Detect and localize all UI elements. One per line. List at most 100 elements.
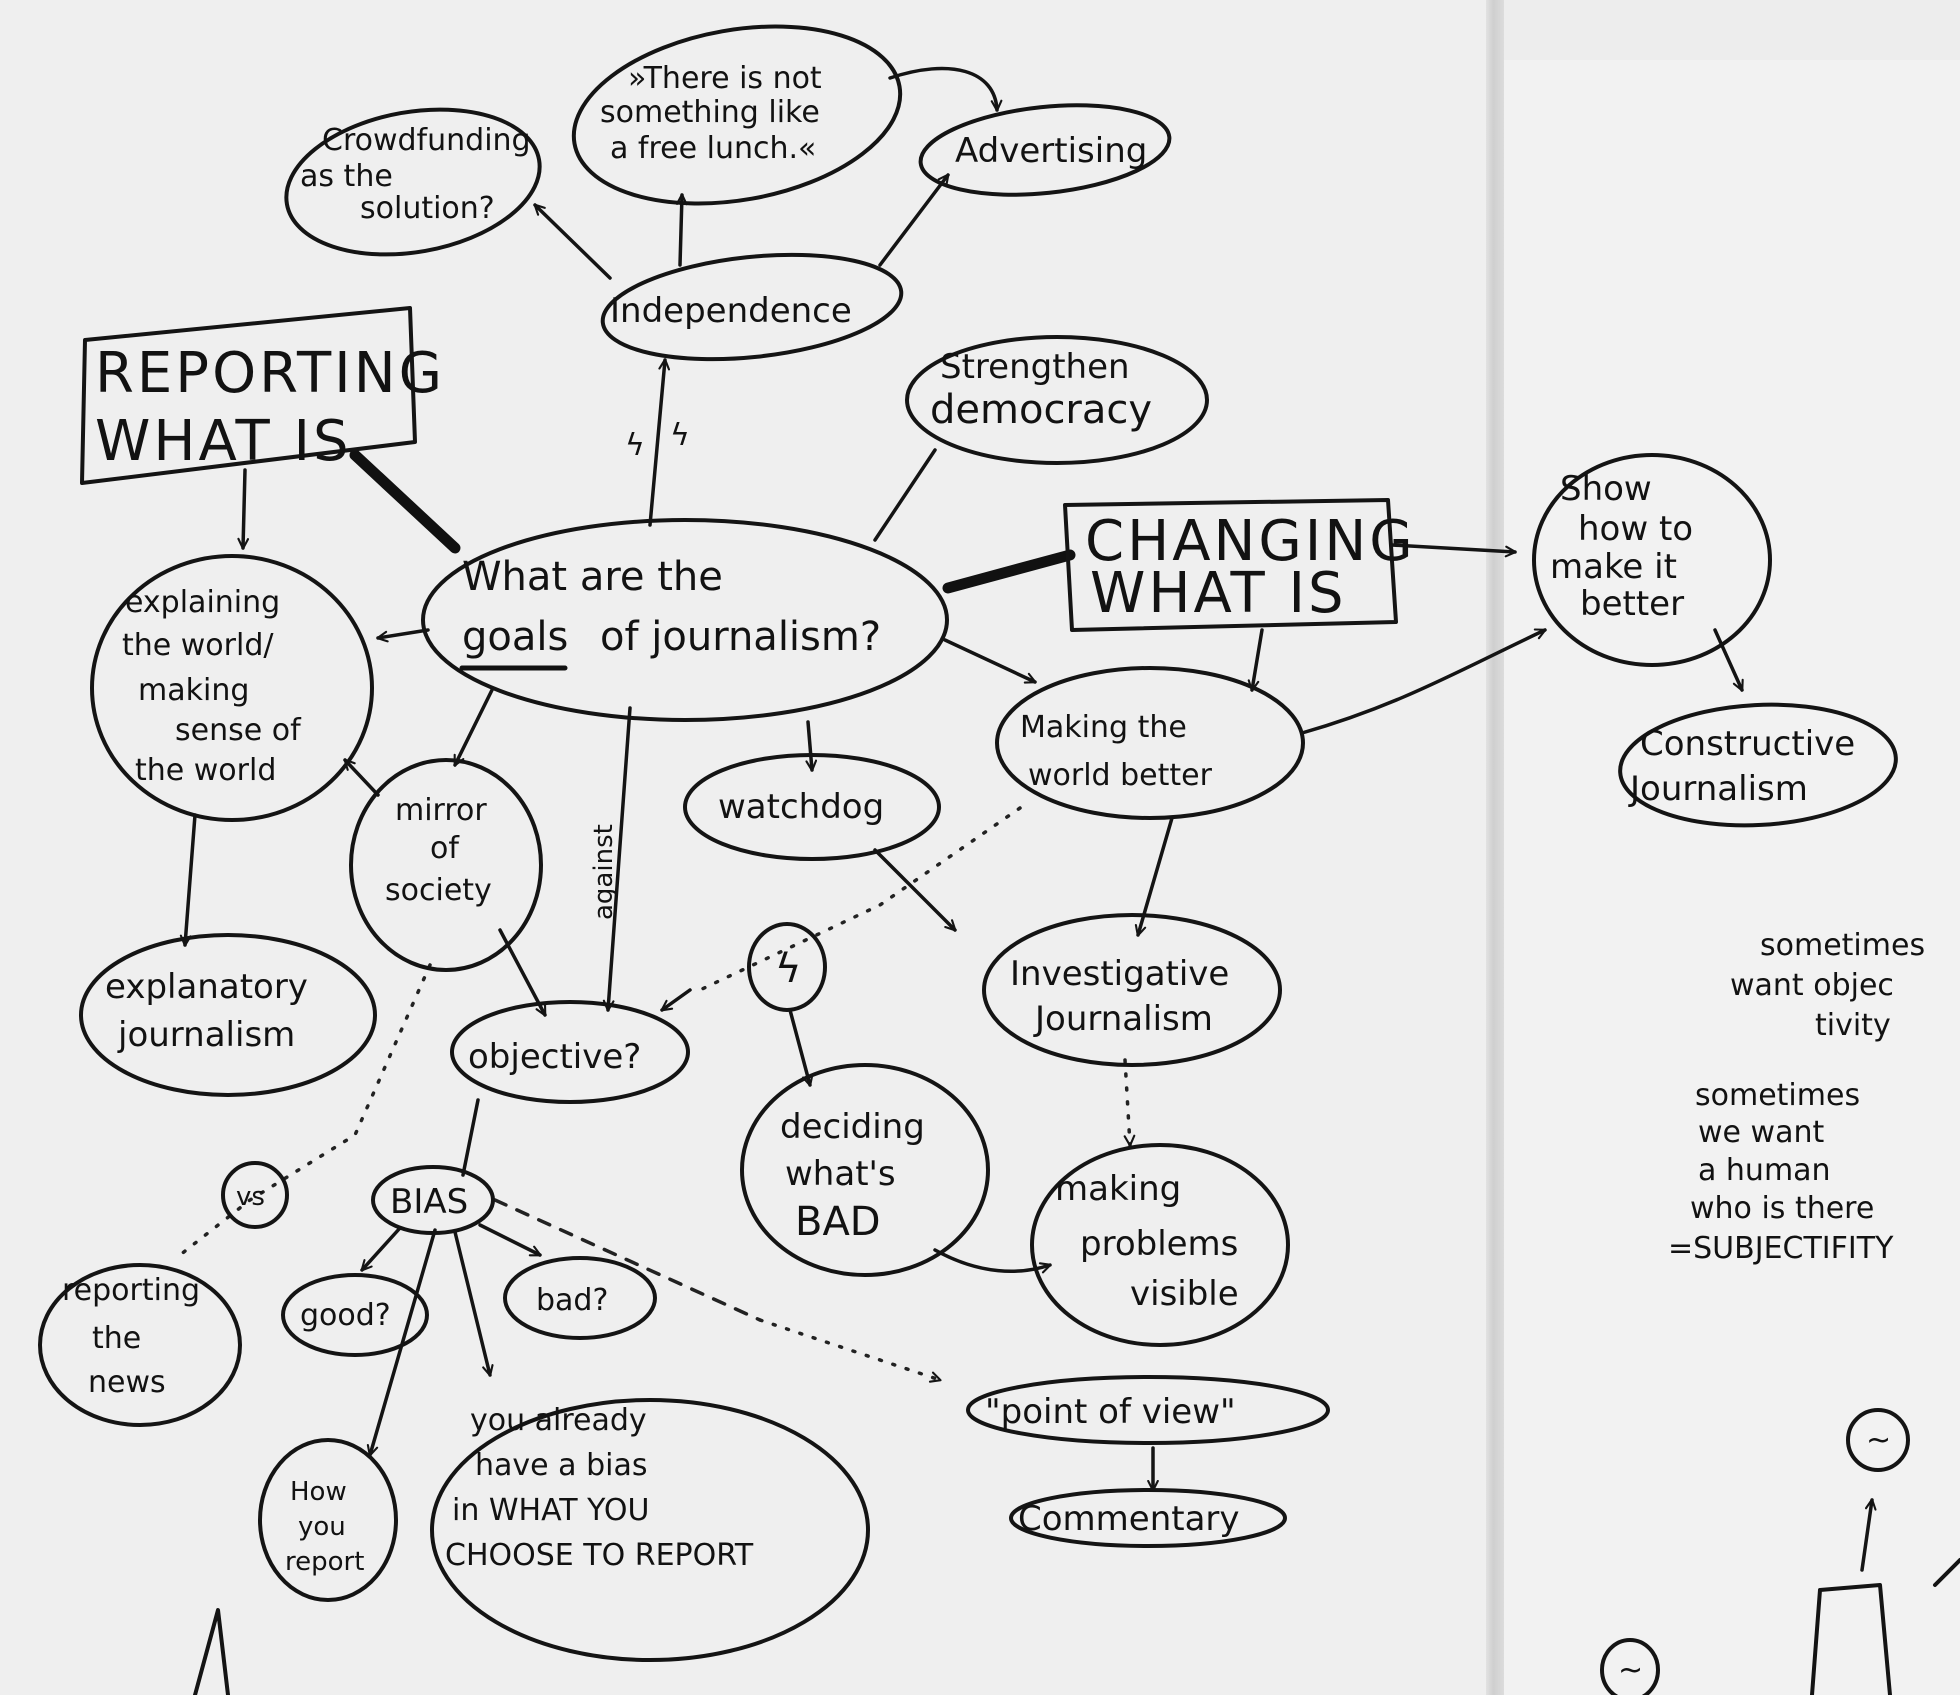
shape-how-report (258, 1438, 398, 1602)
bad-label: bad? (536, 1283, 608, 1318)
already-line1: you already (470, 1403, 647, 1438)
edge-objective-bias (461, 1098, 480, 1177)
explaining-line5: the world (135, 753, 276, 788)
already-line2: have a bias (475, 1448, 647, 1483)
edge-independence-advertising (878, 173, 950, 267)
advertising-label: Advertising (955, 131, 1147, 171)
shape-vs (221, 1161, 289, 1229)
shape-sketch-triangle (193, 1608, 230, 1695)
objective-label: objective? (468, 1037, 641, 1077)
edge-goals-mirror (453, 688, 494, 767)
crowdfunding-line3: solution? (360, 191, 495, 226)
how-line1: How (290, 1477, 347, 1507)
shape-bad (503, 1256, 657, 1340)
show-better-line2: how to (1578, 509, 1693, 549)
explaining-line1: explaining (125, 585, 280, 620)
against-label: against (589, 824, 619, 920)
shape-objective (450, 1000, 690, 1104)
edge-goals-making-better (943, 638, 1037, 684)
making-better-line2: world better (1028, 758, 1213, 793)
edge-lightning-deciding (788, 1008, 814, 1087)
side-note-line6: a human (1698, 1153, 1831, 1188)
deciding-line2: what's (785, 1154, 896, 1194)
show-better-line1: Show (1560, 469, 1652, 509)
lightning-mark-label: ϟ (625, 428, 645, 463)
side-note-line5: we want (1698, 1115, 1824, 1150)
edge-deciding-problems (933, 1248, 1052, 1274)
watchdog-label: watchdog (718, 787, 884, 827)
shape-sketch-line (1933, 1558, 1960, 1587)
constructive-line2: Journalism (1628, 769, 1808, 809)
changing-line1: CHANGING (1085, 509, 1416, 574)
shape-mirror (349, 758, 543, 972)
crowdfunding-line1: Crowdfunding (322, 123, 531, 158)
shape-constructive (1618, 702, 1898, 828)
shape-commentary (1009, 1488, 1287, 1548)
edge-bias-already (453, 1230, 494, 1377)
shape-problems (1030, 1143, 1290, 1347)
side-note-line7: who is there (1690, 1191, 1874, 1226)
explaining-line3: making (138, 673, 249, 708)
problems-line2: problems (1080, 1224, 1238, 1264)
shape-small-circle-1 (1846, 1408, 1910, 1472)
free-lunch-line3: a free lunch.« (610, 131, 816, 166)
edge-bias-bad (478, 1223, 542, 1257)
investigative-line2: Journalism (1033, 999, 1213, 1039)
edge-goals-democracy (873, 448, 937, 542)
goals-line2-rest: of journalism? (600, 614, 881, 660)
shape-watchdog (683, 753, 941, 861)
explanatory-line2: journalism (117, 1015, 295, 1055)
shape-crowdfunding (284, 107, 542, 257)
explaining-line2: the world/ (122, 628, 274, 663)
edge-goals-watchdog (805, 720, 818, 772)
edge-bias-pov-dashed (493, 1198, 762, 1322)
edge-mirror-explaining (343, 758, 380, 797)
shape-show-better (1532, 453, 1772, 667)
edge-figure-small-circle (1860, 1498, 1877, 1572)
shape-explaining (90, 554, 374, 822)
goals-line1: What are the (462, 554, 723, 600)
edge-changing-making-better (1247, 628, 1264, 692)
making-better-line1: Making the (1020, 710, 1187, 745)
edge-independence-free-lunch (675, 193, 688, 267)
shape-explanatory (79, 933, 377, 1097)
edge-watchdog-investigative (873, 848, 957, 932)
vs-label: vs (236, 1182, 265, 1212)
edges (178, 66, 1744, 1492)
edge-goals-reporting (349, 449, 461, 554)
investigative-line1: Investigative (1010, 954, 1229, 994)
already-line4: CHOOSE TO REPORT (445, 1538, 754, 1573)
edge-objective-arrowhead (660, 988, 692, 1012)
edge-free-lunch-advertising (888, 66, 1003, 112)
shape-bias (371, 1165, 495, 1235)
free-lunch-line2: something like (600, 95, 820, 130)
deciding-line1: deciding (780, 1107, 925, 1147)
reporting-news-line3: news (88, 1365, 166, 1400)
edge-changing-show-better (1390, 543, 1517, 558)
democracy-line2: democracy (930, 387, 1152, 433)
edge-show-better-constructive (1713, 628, 1744, 692)
mirror-line3: society (385, 873, 492, 908)
constructive-line1: Constructive (1640, 724, 1855, 764)
shape-reporting-news (38, 1263, 242, 1427)
edge-bias-how (366, 1228, 437, 1457)
reporting-news-line1: reporting (62, 1273, 200, 1308)
mirror-line2: of (430, 831, 460, 866)
small-circle-1-symbol: ~ (1866, 1423, 1891, 1458)
shape-investigative (982, 913, 1282, 1067)
commentary-label: Commentary (1018, 1499, 1240, 1539)
side-notes: sometimes want objec tivity sometimes we… (1668, 928, 1925, 1266)
small-circle-2-symbol: ~ (1618, 1653, 1643, 1688)
edge-independence-crowdfunding (533, 203, 612, 280)
show-better-line3: make it (1550, 547, 1677, 587)
edge-labels: against ϟ ϟ (589, 418, 690, 920)
box-changing (1063, 498, 1398, 632)
shape-free-lunch (571, 24, 903, 206)
shape-making-better (995, 666, 1305, 820)
democracy-line1: Strengthen (940, 347, 1130, 387)
edge-goals-objective (602, 706, 632, 1012)
node-labels: REPORTING WHAT IS CHANGING WHAT IS What … (62, 61, 1891, 1688)
right-page (1500, 60, 1960, 1695)
shape-goals (421, 518, 949, 722)
